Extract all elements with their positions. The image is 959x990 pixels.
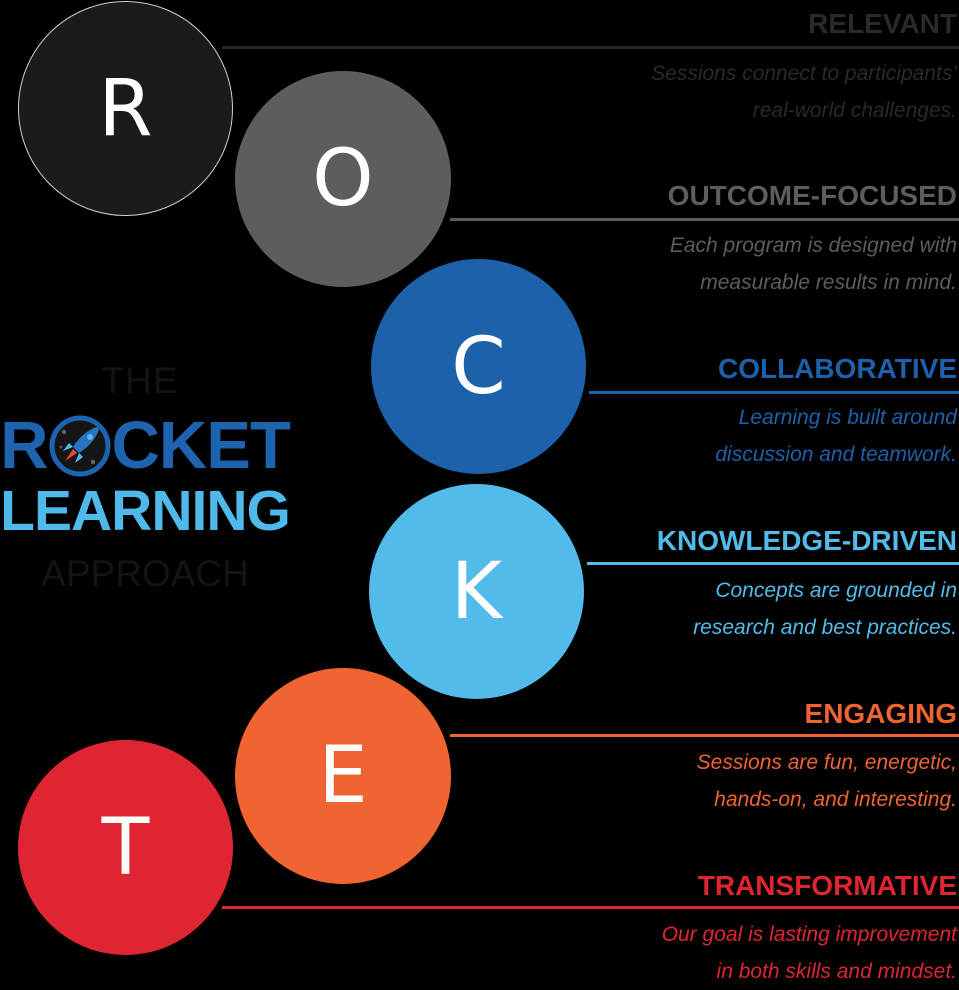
circle-e: E [235, 668, 451, 884]
logo-learning: LEARNING [0, 479, 291, 543]
circle-r: R [18, 1, 233, 216]
desc-line-1: Learning is built around [738, 406, 957, 429]
desc-line-1: Our goal is lasting improvement [661, 923, 957, 946]
desc-knowledge-driven: Concepts are grounded in research and be… [693, 572, 957, 646]
rocket-icon [49, 415, 111, 477]
heading-transformative: TRANSFORMATIVE [697, 870, 957, 901]
desc-line-2: discussion and teamwork. [715, 443, 957, 466]
circle-k: K [369, 484, 584, 699]
logo-approach: APPROACH [41, 553, 249, 594]
desc-line-2: in both skills and mindset. [716, 960, 957, 983]
desc-line-2: measurable results in mind. [700, 271, 957, 294]
divider-outcome-focused [450, 218, 959, 221]
circle-letter-r: R [98, 63, 153, 154]
divider-relevant [222, 46, 959, 49]
heading-outcome-focused: OUTCOME-FOCUSED [667, 180, 957, 211]
circle-letter-e: E [318, 731, 368, 821]
logo-rocket-rest: CKET [111, 408, 291, 483]
desc-engaging: Sessions are fun, energetic, hands-on, a… [697, 744, 957, 818]
desc-relevant: Sessions connect to participants’ real-w… [651, 55, 957, 129]
circle-letter-o: O [312, 134, 374, 224]
circle-letter-c: C [451, 321, 506, 412]
logo-rocket-r: R [0, 408, 48, 483]
desc-line-2: research and best practices. [693, 616, 957, 639]
heading-engaging: ENGAGING [804, 698, 957, 729]
desc-line-1: Each program is designed with [669, 234, 957, 257]
divider-transformative [222, 906, 959, 909]
desc-line-2: real-world challenges. [752, 99, 957, 122]
desc-line-2: hands-on, and interesting. [714, 788, 957, 811]
heading-relevant: RELEVANT [808, 8, 957, 39]
desc-outcome-focused: Each program is designed with measurable… [670, 227, 957, 301]
logo-rocket: R CKET [0, 408, 291, 483]
circle-c: C [371, 259, 586, 474]
logo-the: THE [101, 360, 179, 401]
desc-line-1: Sessions are fun, energetic, [696, 751, 957, 774]
circle-letter-k: K [450, 546, 503, 637]
desc-line-1: Concepts are grounded in [715, 579, 957, 602]
desc-line-1: Sessions connect to participants’ [651, 62, 957, 85]
divider-knowledge-driven [587, 562, 959, 565]
circle-letter-t: T [101, 802, 150, 893]
desc-collaborative: Learning is built around discussion and … [715, 399, 957, 473]
heading-knowledge-driven: KNOWLEDGE-DRIVEN [656, 525, 957, 556]
circle-o: O [235, 71, 451, 287]
desc-transformative: Our goal is lasting improvement in both … [662, 916, 957, 990]
divider-collaborative [589, 391, 959, 394]
heading-collaborative: COLLABORATIVE [717, 353, 957, 384]
divider-engaging [450, 734, 959, 737]
circle-t: T [18, 740, 233, 955]
